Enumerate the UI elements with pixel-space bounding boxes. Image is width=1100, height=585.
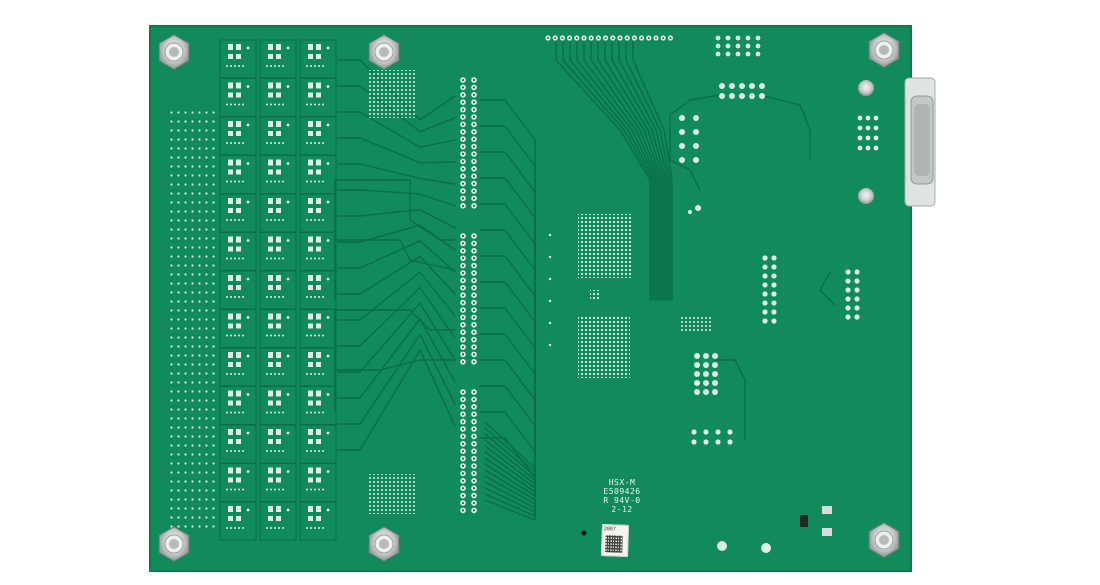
copper-traces [334,41,836,521]
right-side-pads [548,35,879,553]
silk-ul-file: E509426 [603,487,641,496]
silk-ul-logo: R [603,496,609,505]
via-field-left [170,110,216,530]
via-block-bottom [368,474,416,514]
sticker-serial: 2007 [603,526,617,533]
silk-date-code: 2-12 [611,505,633,514]
top-edge-header [545,35,674,41]
via-block-top [368,70,416,118]
pin-headers [460,77,477,514]
db9-connector [904,77,936,207]
silkscreen-marking: HSX-M E509426 R 94V-0 2-12 [595,478,649,514]
smd-component-grid [219,39,337,541]
silk-board-name: HSX-M [608,478,636,487]
qr-code-sticker: 2007 [600,524,630,557]
mounting-standoffs [158,32,900,562]
silk-rating: 94V-0 [614,496,641,505]
qr-code-icon [605,535,623,553]
bga-footprint-upper [578,214,632,278]
smd-pad-array [680,316,712,332]
bga-footprint-lower [578,316,630,378]
